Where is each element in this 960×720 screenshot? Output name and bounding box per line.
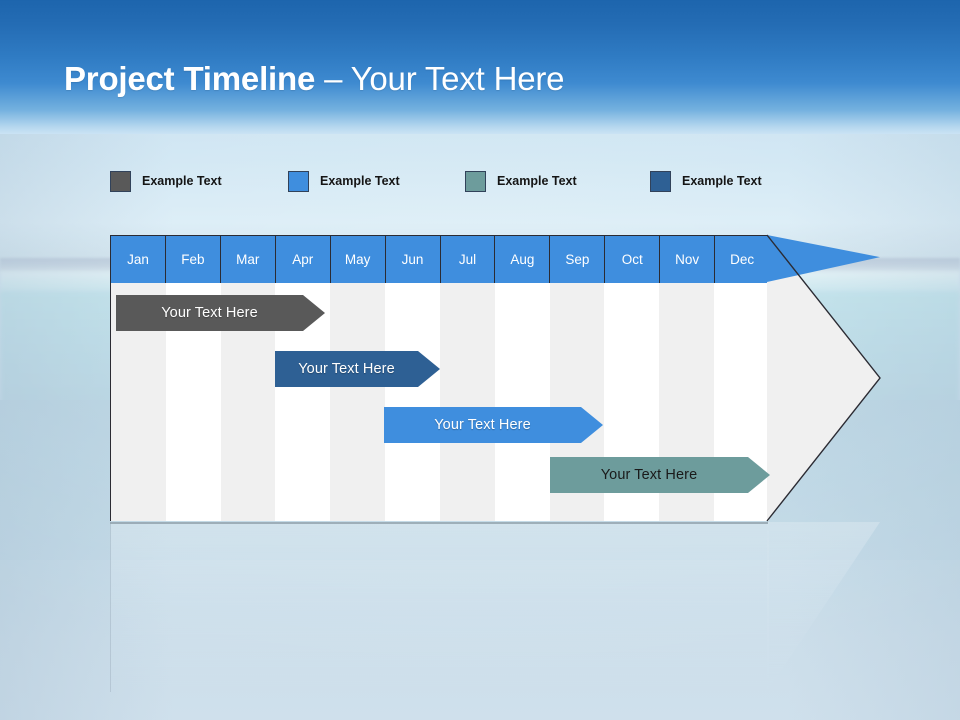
month-header-jul[interactable]: Jul — [440, 236, 496, 283]
month-header-aug[interactable]: Aug — [495, 236, 551, 283]
timeline-arrow-point — [766, 234, 881, 522]
legend-item-label: Example Text — [142, 174, 222, 188]
timeline-arrow-outline — [766, 234, 881, 522]
legend-item-label: Example Text — [320, 174, 400, 188]
legend-item[interactable]: Example Text — [650, 168, 762, 194]
legend-item[interactable]: Example Text — [110, 168, 222, 194]
month-header-nov[interactable]: Nov — [660, 236, 716, 283]
month-column-jul — [439, 283, 495, 521]
timeline-bar-arrow-shape — [116, 295, 325, 331]
month-header-apr[interactable]: Apr — [275, 236, 331, 283]
legend-color-swatch — [465, 170, 486, 192]
month-column-aug — [494, 283, 550, 521]
timeline-bar-label: Your Text Here — [298, 361, 395, 377]
legend-item-label: Example Text — [497, 174, 577, 188]
month-header-feb[interactable]: Feb — [165, 236, 221, 283]
month-header-jun[interactable]: Jun — [385, 236, 441, 283]
legend: Example Text Example Text Example Text E… — [110, 168, 810, 196]
page-title: Project Timeline – Your Text Here — [64, 58, 564, 100]
timeline-bar-1[interactable]: Your Text Here — [116, 295, 325, 331]
timeline-bar-arrow-shape — [384, 407, 603, 443]
month-header-jan[interactable]: Jan — [111, 236, 166, 283]
timeline-bar-label: Your Text Here — [161, 305, 258, 321]
title-banner: Project Timeline – Your Text Here — [0, 0, 960, 134]
page-title-bold: Project Timeline — [64, 60, 316, 97]
background-foreground-water — [0, 560, 960, 720]
month-header-sep[interactable]: Sep — [550, 236, 606, 283]
month-column-may — [330, 283, 386, 521]
timeline-bar-label: Your Text Here — [434, 417, 531, 433]
timeline-bar-3[interactable]: Your Text Here — [384, 407, 603, 443]
month-header-may[interactable]: May — [330, 236, 386, 283]
month-header-dec[interactable]: Dec — [715, 236, 770, 283]
legend-item[interactable]: Example Text — [465, 168, 577, 194]
page-title-rest: Your Text Here — [350, 60, 565, 97]
legend-color-swatch — [110, 170, 131, 192]
timeline-bar-arrow-shape — [550, 457, 770, 493]
timeline-bar-4[interactable]: Your Text Here — [550, 457, 770, 493]
page-title-separator: – — [315, 60, 351, 97]
month-column-jun — [385, 283, 440, 521]
timeline-bar-label: Your Text Here — [600, 467, 698, 483]
legend-color-swatch — [650, 170, 671, 192]
legend-item[interactable]: Example Text — [288, 168, 400, 194]
timeline-bar-2[interactable]: Your Text Here — [275, 351, 440, 387]
month-header-oct[interactable]: Oct — [605, 236, 661, 283]
month-header-mar[interactable]: Mar — [220, 236, 276, 283]
timeline-bar-arrow-shape — [275, 351, 440, 387]
legend-color-swatch — [288, 170, 309, 192]
legend-item-label: Example Text — [682, 174, 762, 188]
